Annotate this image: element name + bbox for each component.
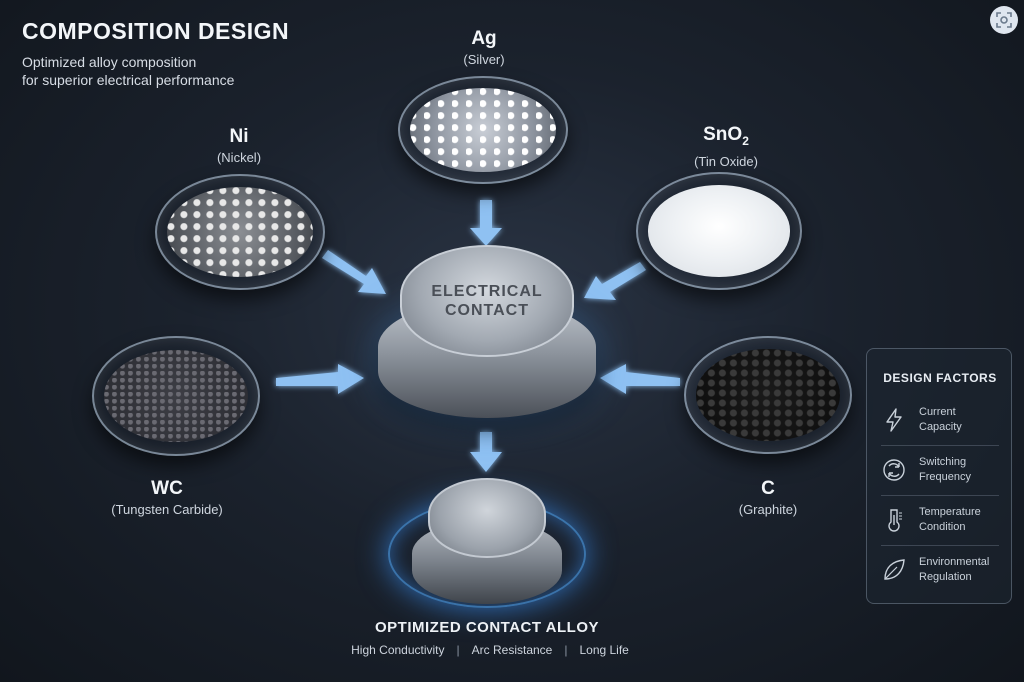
property-arc-resistance: Arc Resistance (471, 643, 553, 657)
factor-label: Current Capacity (919, 406, 962, 433)
arrow-result (470, 432, 502, 472)
silver-symbol: Ag (471, 28, 497, 49)
lightning-icon (886, 408, 902, 432)
label-nickel: Ni (Nickel) (217, 126, 261, 165)
property-conductivity: High Conductivity (351, 643, 445, 657)
scan-icon (996, 12, 1012, 28)
result-disc-top (428, 478, 546, 558)
disc-top: ELECTRICAL CONTACT (400, 245, 574, 357)
disc-label-line-1: ELECTRICAL (431, 283, 543, 300)
design-factors-title: DESIGN FACTORS (883, 371, 997, 385)
visual-search-button[interactable] (990, 6, 1018, 34)
tungsten-carbide-symbol: WC (151, 478, 183, 499)
tungsten-carbide-granules (103, 349, 249, 443)
nickel-pellets (166, 187, 314, 277)
arrow-c (600, 364, 680, 394)
silver-granules (409, 88, 557, 172)
factor-divider (881, 495, 999, 496)
disc-label-line-2: CONTACT (444, 302, 530, 319)
alloy-properties: High Conductivity | Arc Resistance | Lon… (351, 643, 629, 657)
arrow-wc (276, 364, 364, 394)
silver-dish (398, 76, 568, 184)
graphite-symbol: C (761, 478, 775, 499)
page-title: COMPOSITION DESIGN (22, 18, 290, 44)
optimized-alloy-disc (412, 478, 562, 606)
arrow-ag (470, 200, 502, 246)
nickel-dish (155, 174, 325, 290)
leaf-icon (884, 559, 905, 580)
header: COMPOSITION DESIGN Optimized alloy compo… (22, 18, 289, 89)
factor-divider (881, 445, 999, 446)
arrow-sno2 (584, 262, 646, 300)
design-factors-panel: DESIGN FACTORS Current Capacity Switchin… (866, 348, 1012, 604)
nickel-name: (Nickel) (216, 150, 262, 165)
property-separator: | (564, 643, 568, 657)
factor-divider (881, 545, 999, 546)
graphite-dish (684, 336, 852, 454)
arrow-ni (322, 250, 386, 294)
label-tin-oxide: SnO2 (Tin Oxide) (694, 124, 758, 169)
tungsten-carbide-dish (92, 336, 260, 456)
graphite-name: (Graphite) (738, 502, 798, 517)
factor-current-capacity: Current Capacity (881, 397, 1001, 443)
thermometer-icon (888, 509, 902, 532)
electrical-contact-disc: ELECTRICAL CONTACT (378, 245, 596, 420)
property-long-life: Long Life (579, 643, 629, 657)
cycle-icon (883, 459, 905, 481)
page-subtitle: Optimized alloy composition for superior… (22, 53, 289, 89)
label-graphite: C (Graphite) (739, 478, 798, 517)
tungsten-carbide-name: (Tungsten Carbide) (111, 502, 223, 517)
tin-oxide-dish (636, 172, 802, 290)
tin-oxide-name: (Tin Oxide) (694, 153, 758, 169)
label-tungsten-carbide: WC (Tungsten Carbide) (111, 478, 223, 517)
tin-oxide-powder (647, 185, 791, 277)
tin-oxide-symbol: SnO2 (703, 124, 749, 148)
graphite-chunks (695, 349, 841, 441)
subtitle-line-2: for superior electrical performance (22, 72, 235, 88)
subtitle-line-1: Optimized alloy composition (22, 54, 197, 70)
property-separator: | (456, 643, 460, 657)
alloy-title: OPTIMIZED CONTACT ALLOY (375, 619, 599, 636)
silver-name: (Silver) (463, 52, 505, 67)
label-silver: Ag (Silver) (463, 28, 504, 67)
nickel-symbol: Ni (229, 126, 249, 147)
